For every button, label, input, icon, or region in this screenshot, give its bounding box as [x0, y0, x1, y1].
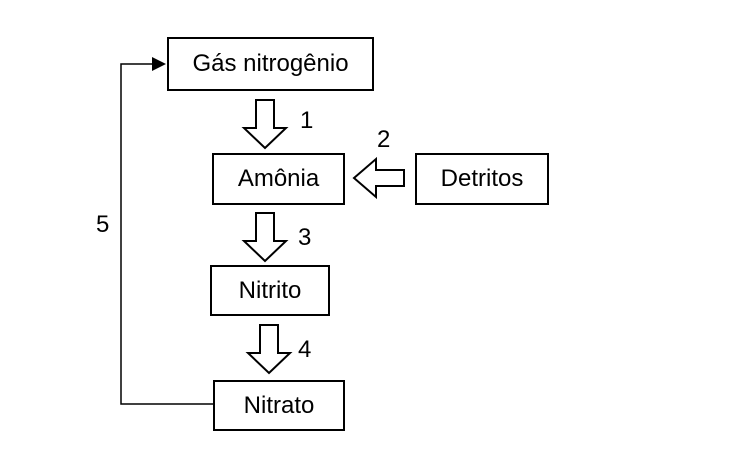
step-label-2: 2: [377, 126, 391, 153]
step-label-5: 5: [96, 211, 110, 238]
node-nitrite: Nitrito: [210, 265, 330, 316]
node-detritus: Detritos: [415, 153, 549, 205]
arrow-step-1: [241, 99, 289, 150]
step-label-4: 4: [298, 336, 312, 363]
node-nitrate: Nitrato: [213, 380, 345, 431]
arrow-step-3: [241, 212, 289, 263]
return-arrowhead: [152, 57, 166, 71]
arrow-step-2: [352, 156, 405, 200]
node-nitrogen-gas: Gás nitrogênio: [167, 37, 374, 91]
arrow-step-4: [245, 324, 293, 375]
return-line-step-5: [120, 63, 214, 405]
step-label-3: 3: [298, 224, 312, 251]
step-label-1: 1: [300, 107, 314, 134]
node-ammonia: Amônia: [212, 153, 345, 205]
